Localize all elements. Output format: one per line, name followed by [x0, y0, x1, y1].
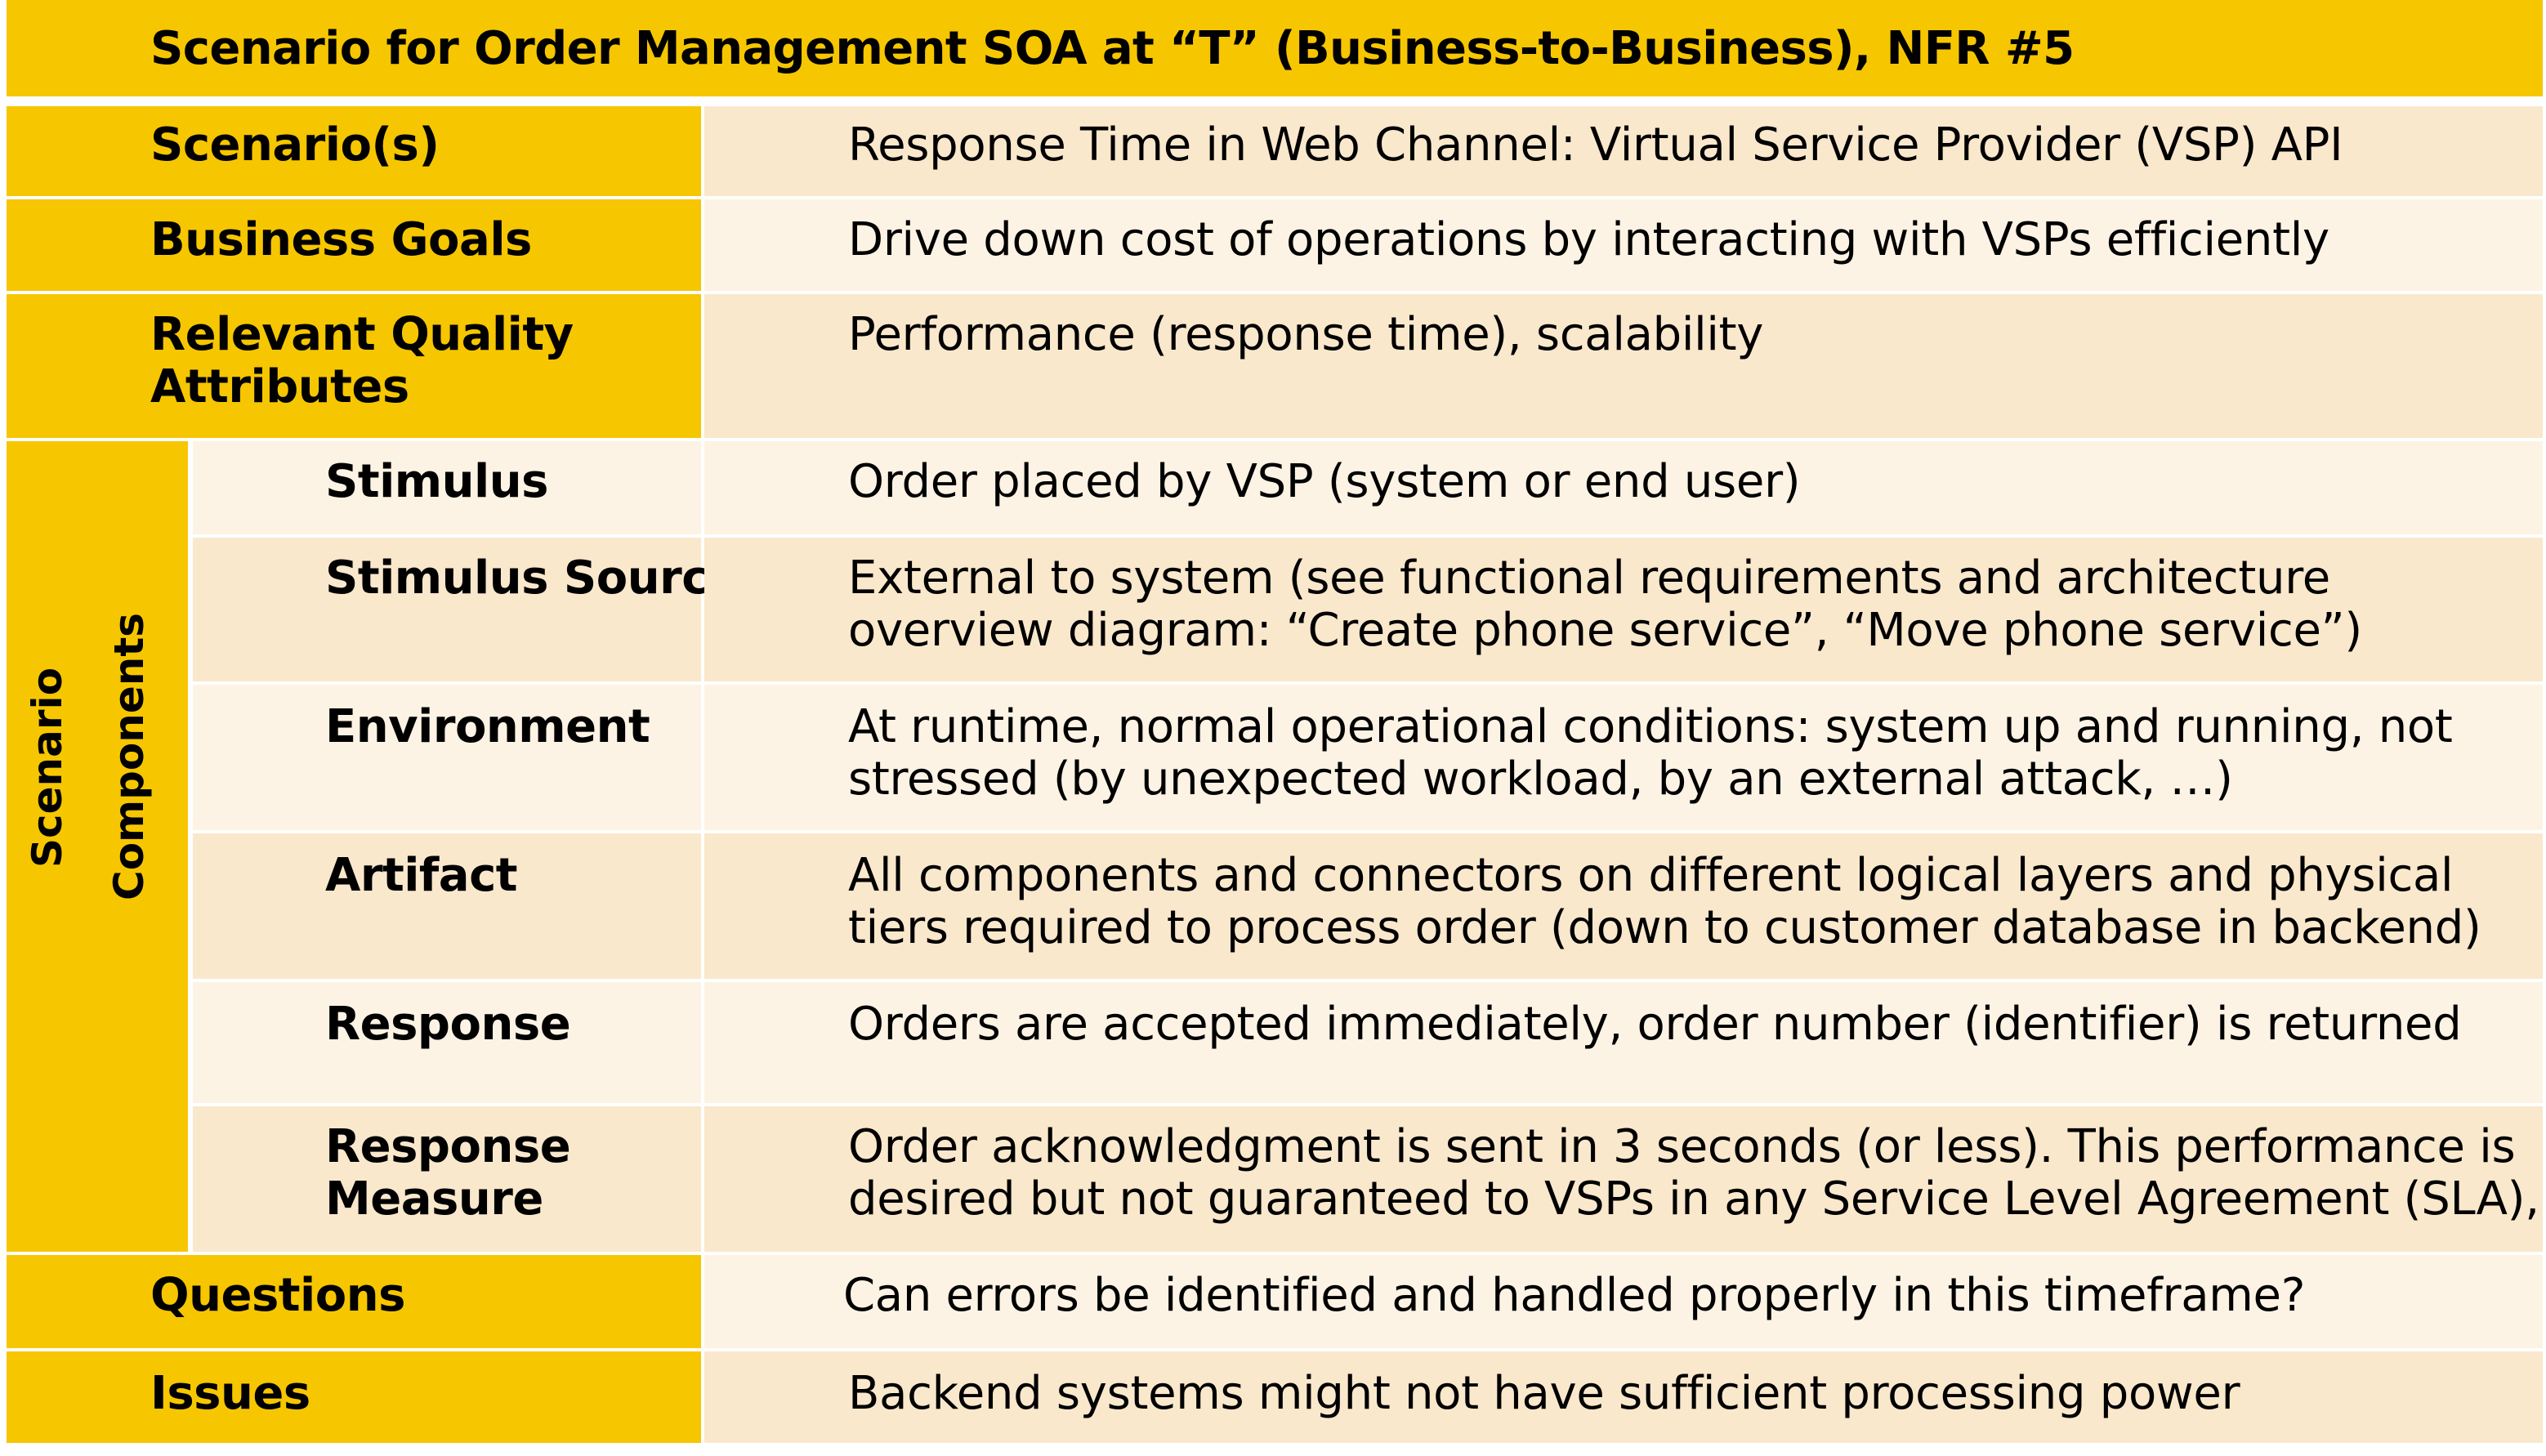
row-label-scenarios: Scenario(s)	[7, 106, 701, 196]
row-value-scenarios: Response Time in Web Channel: Virtual Se…	[704, 106, 2543, 196]
component-label-response-measure: Response Measure	[193, 1106, 701, 1252]
table-title: Scenario for Order Management SOA at “T”…	[150, 22, 2075, 75]
row-value-business-goals: Drive down cost of operations by interac…	[704, 199, 2543, 291]
component-label-artifact: Artifact	[193, 833, 701, 979]
component-value-artifact: All components and connectors on differe…	[704, 833, 2543, 979]
scenario-components-group: Scenario Components	[7, 441, 188, 1252]
component-value-response-measure: Order acknowledgment is sent in 3 second…	[704, 1106, 2543, 1252]
row-value-questions: Can errors be identified and handled pro…	[704, 1255, 2543, 1348]
group-label-line2: Components	[105, 612, 153, 900]
component-label-stimulus-source: Stimulus Source	[193, 538, 739, 681]
row-label-business-goals: Business Goals	[7, 199, 701, 291]
component-value-response: Orders are accepted immediately, order n…	[704, 982, 2543, 1103]
component-value-stimulus: Order placed by VSP (system or end user)	[704, 441, 2543, 534]
group-label-line1: Scenario	[24, 667, 71, 868]
row-label-questions: Questions	[7, 1255, 701, 1348]
component-value-stimulus-source: External to system (see functional requi…	[704, 538, 2543, 681]
component-value-environment: At runtime, normal operational condition…	[704, 685, 2543, 830]
component-label-environment: Environment	[193, 685, 701, 830]
row-label-quality-attributes: Relevant Quality Attributes	[7, 294, 701, 438]
component-label-stimulus: Stimulus	[193, 441, 701, 534]
row-value-quality-attributes: Performance (response time), scalability	[704, 294, 2543, 438]
row-value-issues: Backend systems might not have sufficien…	[704, 1351, 2543, 1443]
table-title-row: Scenario for Order Management SOA at “T”…	[7, 0, 2543, 96]
component-label-response: Response	[193, 982, 701, 1103]
row-label-issues: Issues	[7, 1351, 701, 1443]
